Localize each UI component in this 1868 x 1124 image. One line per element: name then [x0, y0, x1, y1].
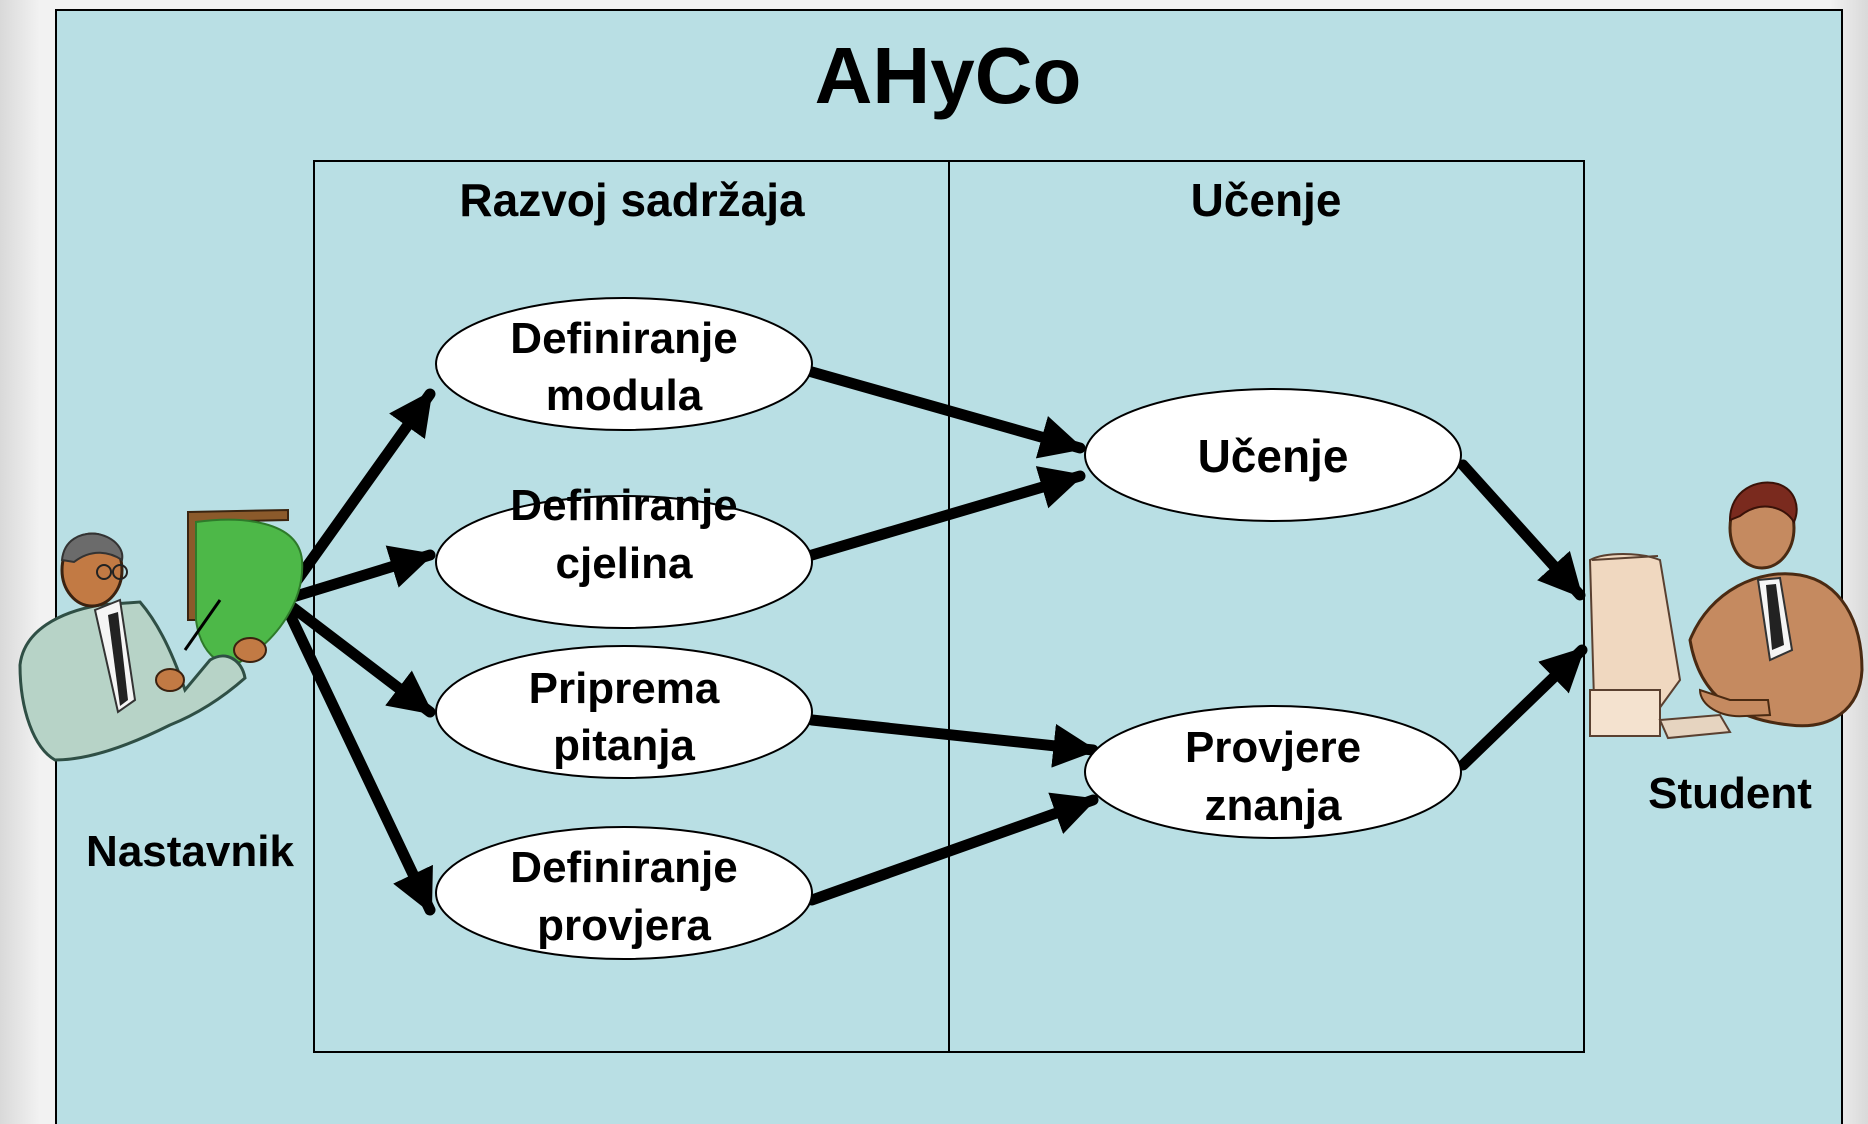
node-label-line: Definiranje — [510, 843, 737, 892]
arrow-ucenje-student — [1457, 459, 1586, 601]
node-label-line: Provjere — [1185, 723, 1361, 772]
student-at-computer-icon — [1588, 481, 1864, 740]
node-label-line: Učenje — [1198, 430, 1349, 482]
node-label-line: znanja — [1205, 781, 1342, 830]
node-label-line: Definiranje — [510, 314, 737, 363]
arrow-pitanja-provjere — [806, 714, 1099, 768]
lane-learning-box — [948, 160, 1585, 1053]
node-ucenje: Učenje — [1084, 388, 1462, 522]
node-provjere-znanja: Provjere znanja — [1084, 705, 1462, 839]
lane-content-label: Razvoj sadržaja — [459, 174, 805, 226]
node-priprema-pitanja: Priprema pitanja — [435, 645, 813, 779]
edges — [277, 366, 1588, 916]
node-label-line: provjera — [537, 901, 711, 950]
arrow-provjere-student — [1457, 644, 1588, 771]
node-definiranje-provjera: Definiranje provjera — [435, 826, 813, 960]
node-label-line: cjelina — [556, 539, 693, 588]
actor-student-label: Student — [1648, 769, 1812, 818]
arrow-teacher-provjera — [277, 594, 436, 916]
teacher-at-board-icon — [18, 508, 304, 762]
node-definiranje-cjelina: Definiranje cjelina — [435, 481, 813, 629]
arrow-modula-ucenje — [806, 366, 1086, 459]
arrow-teacher-cjelina — [277, 545, 436, 606]
node-label-line: Priprema — [529, 664, 720, 713]
lane-learning-label: Učenje — [1191, 174, 1342, 226]
node-label-line: Definiranje — [510, 481, 737, 530]
arrow-teacher-modula — [277, 388, 436, 606]
actor-teacher-label: Nastavnik — [86, 827, 294, 876]
node-definiranje-modula: Definiranje modula — [435, 297, 813, 431]
arrow-cjelina-ucenje — [806, 466, 1086, 561]
diagram-title: AHyCo — [815, 31, 1082, 120]
arrow-provjera-provjere — [806, 792, 1099, 906]
node-label-line: pitanja — [553, 721, 695, 770]
arrow-teacher-pitanja — [277, 594, 436, 718]
node-label-line: modula — [546, 371, 703, 420]
